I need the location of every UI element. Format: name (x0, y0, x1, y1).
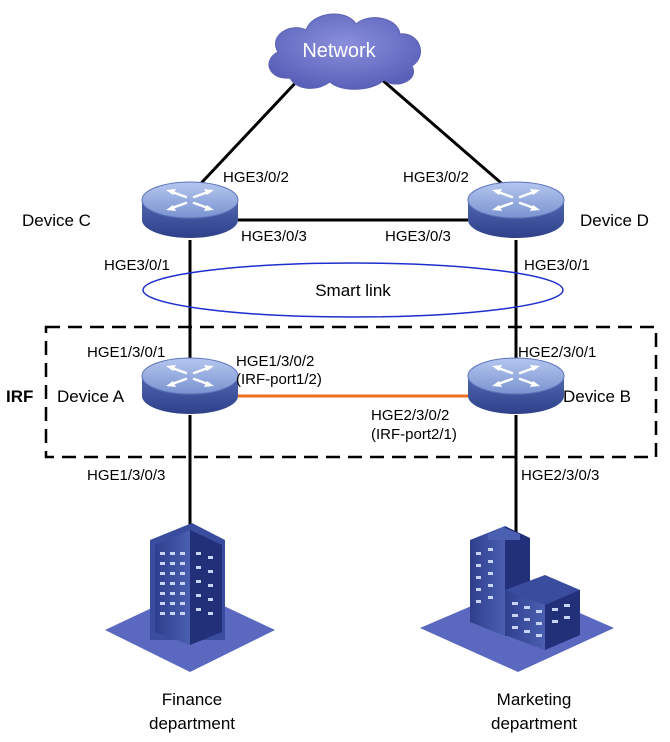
network-cloud-icon (268, 13, 421, 90)
port-label: HGE2/3/0/1 (518, 344, 596, 361)
port-label: HGE3/0/3 (385, 228, 451, 245)
finance-label-line2: department (149, 714, 235, 733)
port-label: HGE3/0/2 (403, 169, 469, 186)
port-label: HGE3/0/3 (241, 228, 307, 245)
port-label: HGE1/3/0/2 (236, 353, 314, 370)
device-c-icon (140, 180, 240, 240)
finance-building-icon (105, 523, 275, 672)
port-label: HGE3/0/1 (104, 257, 170, 274)
finance-label-line1: Finance (162, 690, 222, 709)
port-label: HGE3/0/1 (524, 257, 590, 274)
port-label: HGE1/3/0/1 (87, 344, 165, 361)
device-c-label: Device C (22, 211, 91, 230)
device-a-label: Device A (57, 387, 125, 406)
smart-link-label: Smart link (315, 281, 391, 300)
smart-link-ring (142, 262, 564, 318)
port-label: HGE2/3/0/3 (521, 467, 599, 484)
marketing-label-line1: Marketing (497, 690, 572, 709)
device-b-icon (466, 356, 566, 416)
network-label: Network (302, 40, 376, 62)
port-label: HGE2/3/0/2 (371, 407, 449, 424)
device-d-icon (466, 180, 566, 240)
device-d-label: Device D (580, 211, 649, 230)
port-label: HGE3/0/2 (223, 169, 289, 186)
port-label: HGE1/3/0/3 (87, 467, 165, 484)
port-label: (IRF-port1/2) (236, 371, 322, 388)
link-network-d (379, 76, 516, 197)
device-b-label: Device B (563, 387, 631, 406)
irf-label: IRF (6, 387, 33, 406)
marketing-label-line2: department (491, 714, 577, 733)
marketing-building-icon (420, 526, 614, 672)
link-network-c (188, 76, 302, 197)
device-a-icon (140, 356, 240, 416)
irf-boundary (44, 325, 658, 459)
port-label: (IRF-port2/1) (371, 426, 457, 443)
